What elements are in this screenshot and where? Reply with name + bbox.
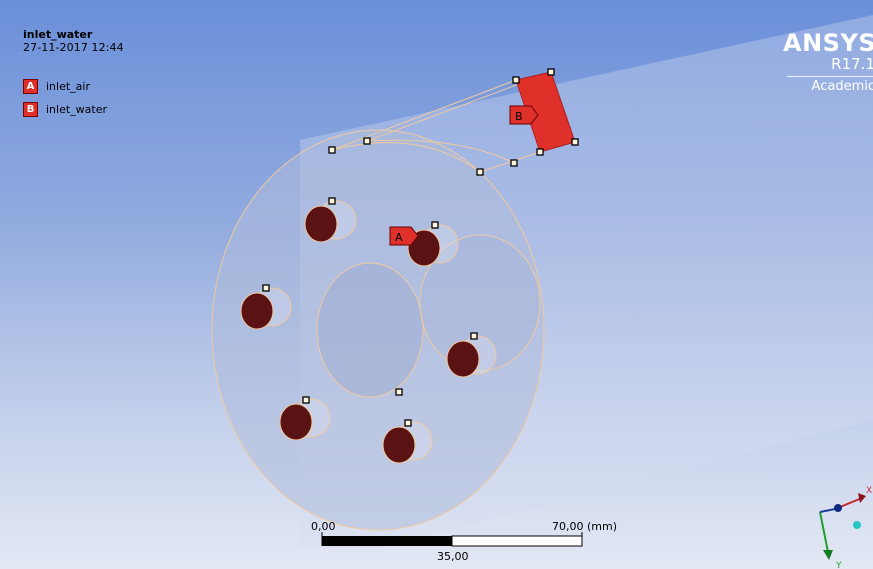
triad-y-label: Y	[835, 561, 842, 569]
brand-divider	[787, 76, 873, 77]
vertex-marker[interactable]	[510, 159, 518, 167]
scale-mid-label: 35,00	[437, 550, 469, 563]
air-inlet-hole[interactable]	[382, 426, 416, 464]
ansys-logo: ANSYS R17.1 Academic	[783, 30, 873, 95]
vertex-marker[interactable]	[512, 76, 520, 84]
air-inlet-hole[interactable]	[304, 205, 338, 243]
triad-x-label: X	[866, 486, 872, 496]
isometric-view-ball[interactable]	[853, 521, 861, 529]
marker-b-label: B	[515, 110, 523, 123]
vertex-marker[interactable]	[262, 284, 270, 292]
vertex-marker[interactable]	[470, 332, 478, 340]
vertex-marker[interactable]	[328, 146, 336, 154]
scale-bar-black-segment	[322, 536, 452, 546]
vertex-marker[interactable]	[395, 388, 403, 396]
vertex-marker[interactable]	[328, 197, 336, 205]
marker-flag	[509, 105, 539, 125]
air-inlet-hole[interactable]	[279, 403, 313, 441]
centre-bore[interactable]	[316, 262, 424, 398]
view-date: 27-11-2017 12:44	[23, 41, 124, 54]
inlet-pipe-edge	[479, 151, 541, 173]
marker-b[interactable]: B	[509, 105, 539, 125]
triad-origin	[834, 504, 842, 512]
air-inlet-holes[interactable]	[240, 200, 497, 464]
brand-version: R17.1	[831, 55, 873, 73]
vertex-marker[interactable]	[404, 419, 412, 427]
legend-letter: A	[23, 79, 38, 94]
marker-flag	[389, 226, 419, 246]
view-title-block: inlet_water 27-11-2017 12:44	[23, 28, 124, 55]
air-inlet-hole[interactable]	[240, 292, 274, 330]
triad-axis-y-head	[823, 550, 833, 560]
legend-label: inlet_water	[46, 103, 108, 116]
selection-legend: A inlet_air B inlet_water	[23, 79, 107, 125]
triad-axis-x-head	[858, 493, 866, 503]
scale-start-label: 0,00	[311, 520, 336, 533]
vertex-marker[interactable]	[302, 396, 310, 404]
axis-triad[interactable]: X Y	[819, 486, 872, 569]
vertex-marker[interactable]	[363, 137, 371, 145]
vertex-markers	[262, 68, 579, 427]
inlet-pipe-edge	[331, 142, 481, 173]
legend-label: inlet_air	[46, 80, 90, 93]
vertex-marker[interactable]	[476, 168, 484, 176]
inlet-pipe-edge	[331, 79, 517, 151]
scale-bar-white-segment	[451, 535, 583, 547]
legend-item-inlet-water[interactable]: B inlet_water	[23, 102, 107, 117]
inlet-pipe-edge	[366, 139, 515, 164]
view-title: inlet_water	[23, 28, 93, 41]
vertex-marker[interactable]	[431, 221, 439, 229]
triad-axis-y	[819, 511, 829, 553]
rear-bore-circle	[419, 234, 541, 372]
scale-end-label: 70,00 (mm)	[552, 520, 618, 533]
vertex-marker[interactable]	[571, 138, 579, 146]
legend-letter: B	[23, 102, 38, 117]
air-inlet-hole[interactable]	[446, 340, 480, 378]
marker-a[interactable]: A	[389, 226, 419, 246]
vertex-marker[interactable]	[547, 68, 555, 76]
vertex-marker[interactable]	[536, 148, 544, 156]
brand-edition: Academic	[811, 79, 873, 94]
marker-a-label: A	[395, 231, 403, 244]
legend-item-inlet-air[interactable]: A inlet_air	[23, 79, 107, 94]
brand-name: ANSYS	[783, 29, 873, 57]
scale-bar	[321, 532, 583, 547]
